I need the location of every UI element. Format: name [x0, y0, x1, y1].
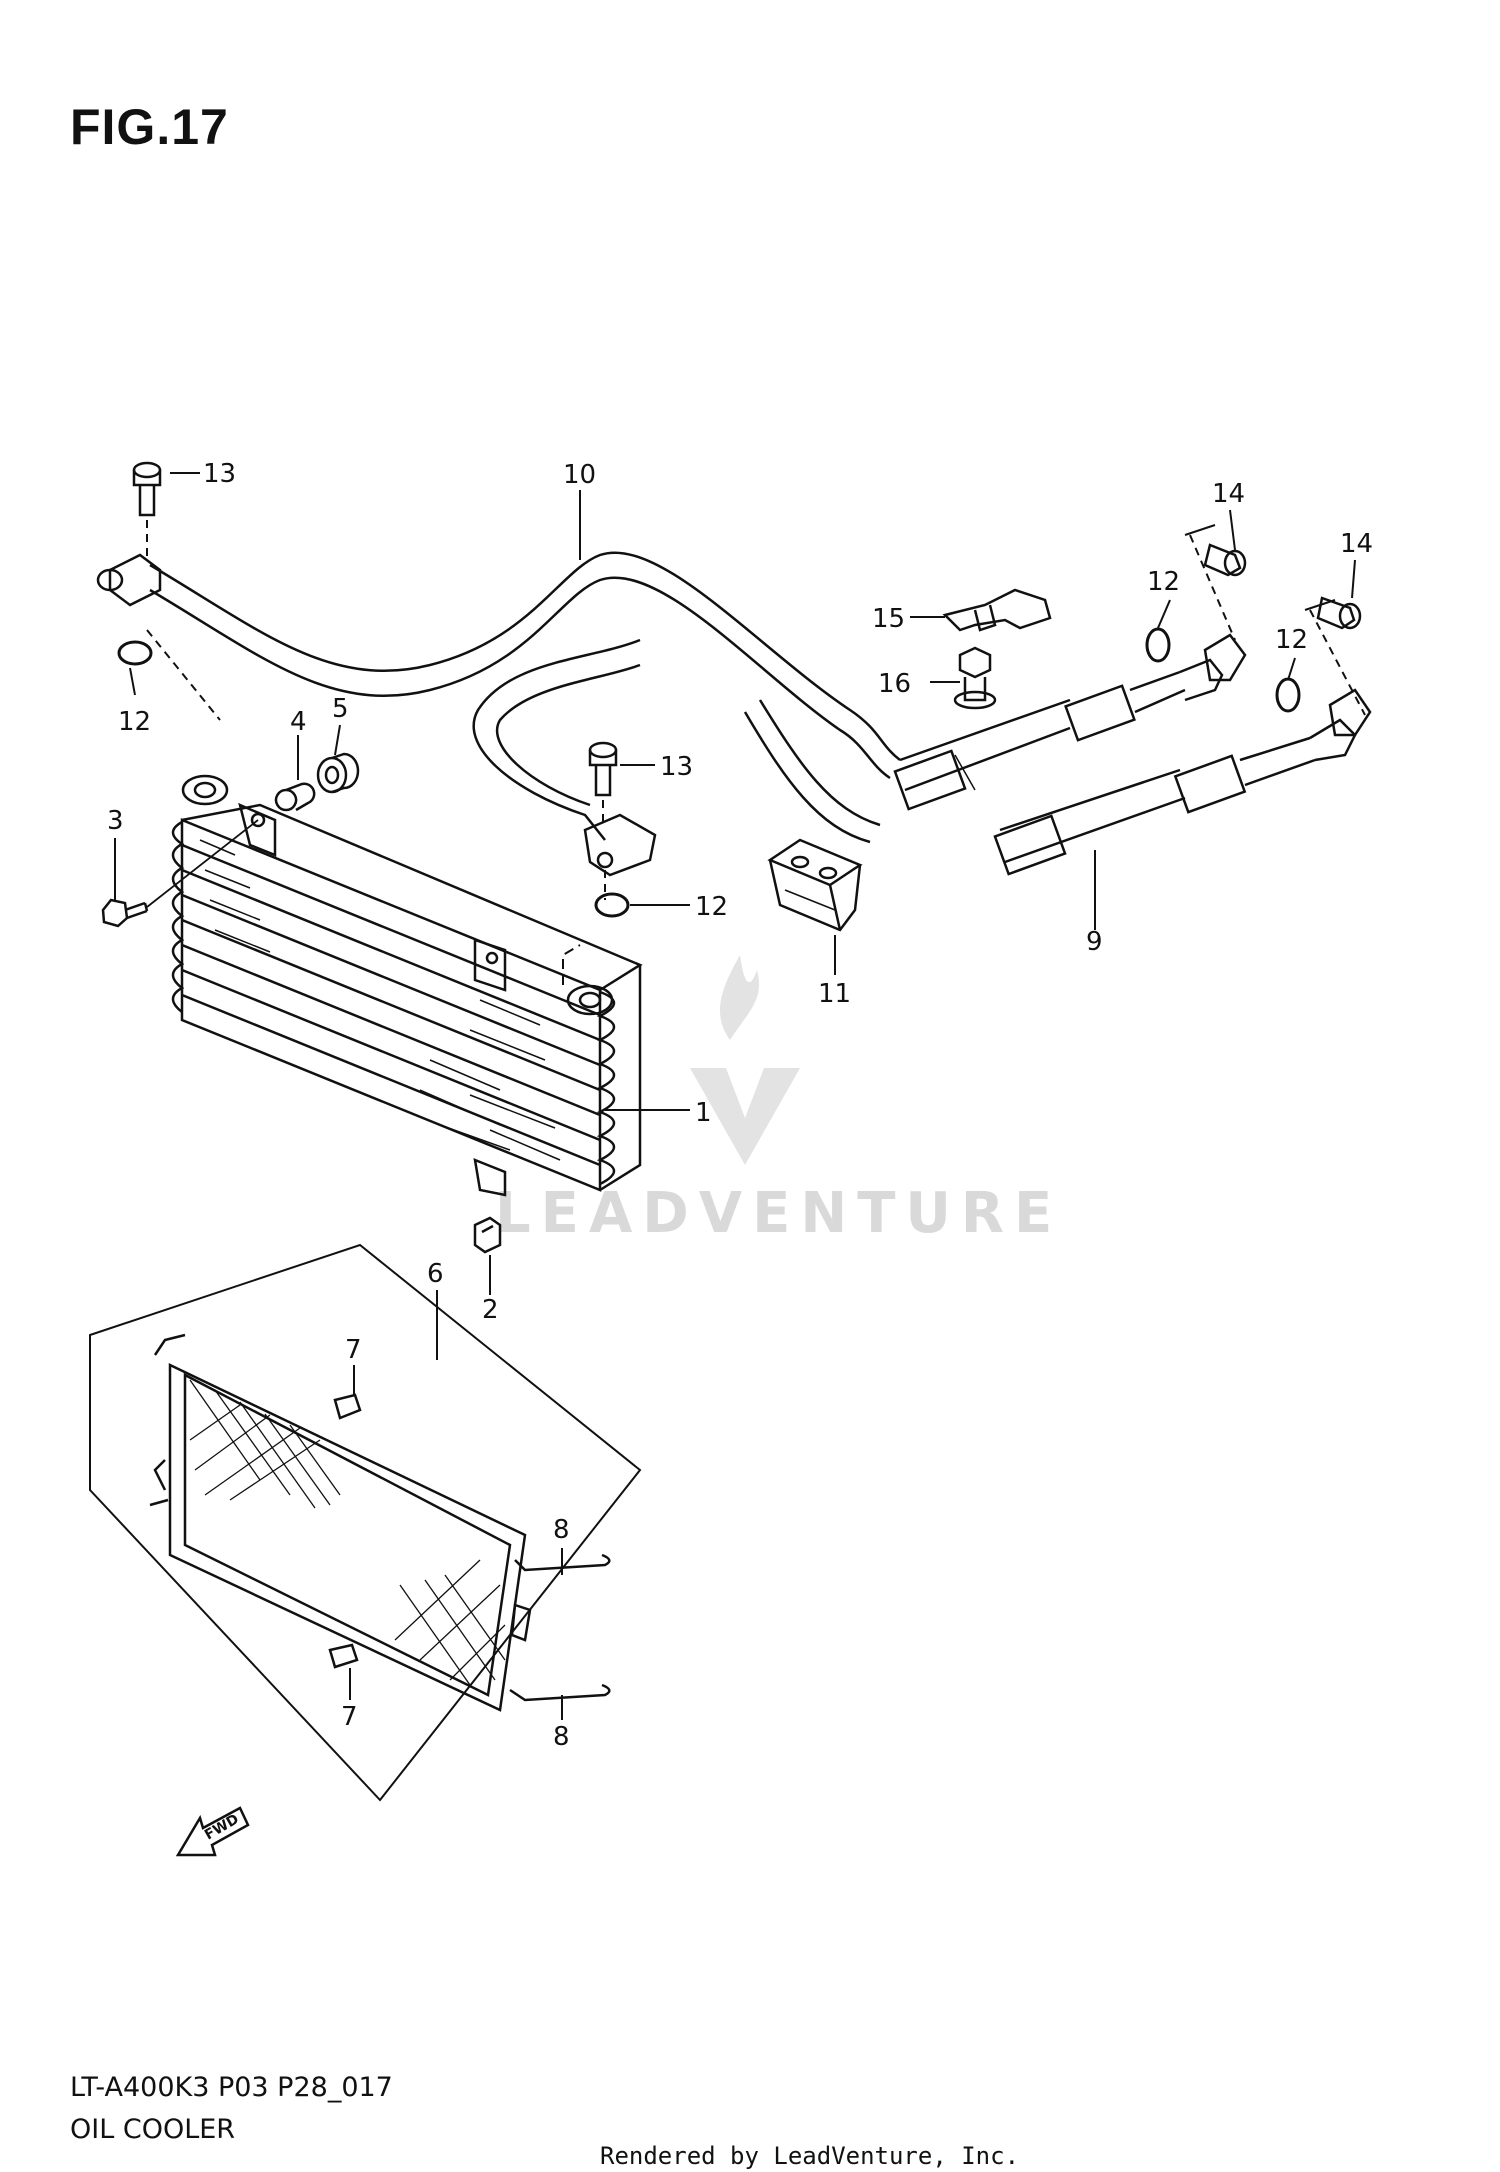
callout-7-bottom: 7 — [341, 1702, 358, 1732]
callout-9: 9 — [1086, 927, 1103, 957]
callout-14-right: 14 — [1340, 529, 1373, 559]
callout-11: 11 — [818, 979, 851, 1009]
bracket-15 — [942, 588, 1052, 632]
callout-16: 16 — [878, 669, 911, 699]
callout-2: 2 — [482, 1295, 499, 1325]
watermark: LEADVENTURE — [495, 955, 1062, 1246]
cushion-4 — [274, 782, 316, 812]
grommet-5 — [316, 752, 360, 794]
callout-8-bottom: 8 — [553, 1722, 570, 1752]
callout-5: 5 — [332, 694, 349, 724]
o-ring-12 — [117, 627, 1301, 918]
figure-title: FIG.17 — [70, 99, 229, 155]
bolt-3 — [101, 812, 266, 928]
callout-14-left: 14 — [1212, 479, 1245, 509]
watermark-flame-icon — [719, 955, 760, 1040]
clip-7 — [328, 1393, 362, 1669]
clip-2 — [473, 1216, 502, 1254]
callout-3: 3 — [107, 806, 124, 836]
oil-hose-9 — [893, 524, 1372, 876]
bolt-13-mid — [588, 741, 618, 828]
callout-6: 6 — [427, 1259, 444, 1289]
watermark-v-icon — [690, 1068, 800, 1165]
leader-lines — [114, 472, 1356, 1720]
bolt-14-right — [1316, 596, 1362, 630]
callout-12-a: 12 — [1147, 567, 1180, 597]
callout-12-left: 12 — [118, 707, 151, 737]
callout-13-top: 13 — [203, 459, 236, 489]
callout-13-mid: 13 — [660, 752, 693, 782]
bolt-13-top — [132, 461, 221, 721]
callout-8-top: 8 — [553, 1515, 570, 1545]
callout-12-mid: 12 — [695, 892, 728, 922]
callout-12-b: 12 — [1275, 625, 1308, 655]
callout-4: 4 — [290, 707, 307, 737]
render-credit: Rendered by LeadVenture, Inc. — [600, 2142, 1020, 2170]
bolt-16 — [953, 646, 997, 710]
callout-7-top: 7 — [345, 1335, 362, 1365]
oil-cooler-core — [171, 774, 643, 1197]
bolt-14-left — [1203, 543, 1247, 577]
oil-pipe-10 — [96, 551, 901, 900]
watermark-text: LEADVENTURE — [495, 1181, 1062, 1246]
callout-1: 1 — [695, 1098, 712, 1128]
callout-10: 10 — [563, 460, 596, 490]
cushion-11 — [767, 838, 863, 932]
callout-15: 15 — [872, 604, 905, 634]
diagram-name: OIL COOLER — [70, 2114, 236, 2145]
model-code: LT-A400K3 P03 P28_017 — [70, 2072, 393, 2103]
fwd-arrow-icon: FWD — [175, 1806, 250, 1857]
cooler-guard-6 — [89, 1243, 642, 1802]
